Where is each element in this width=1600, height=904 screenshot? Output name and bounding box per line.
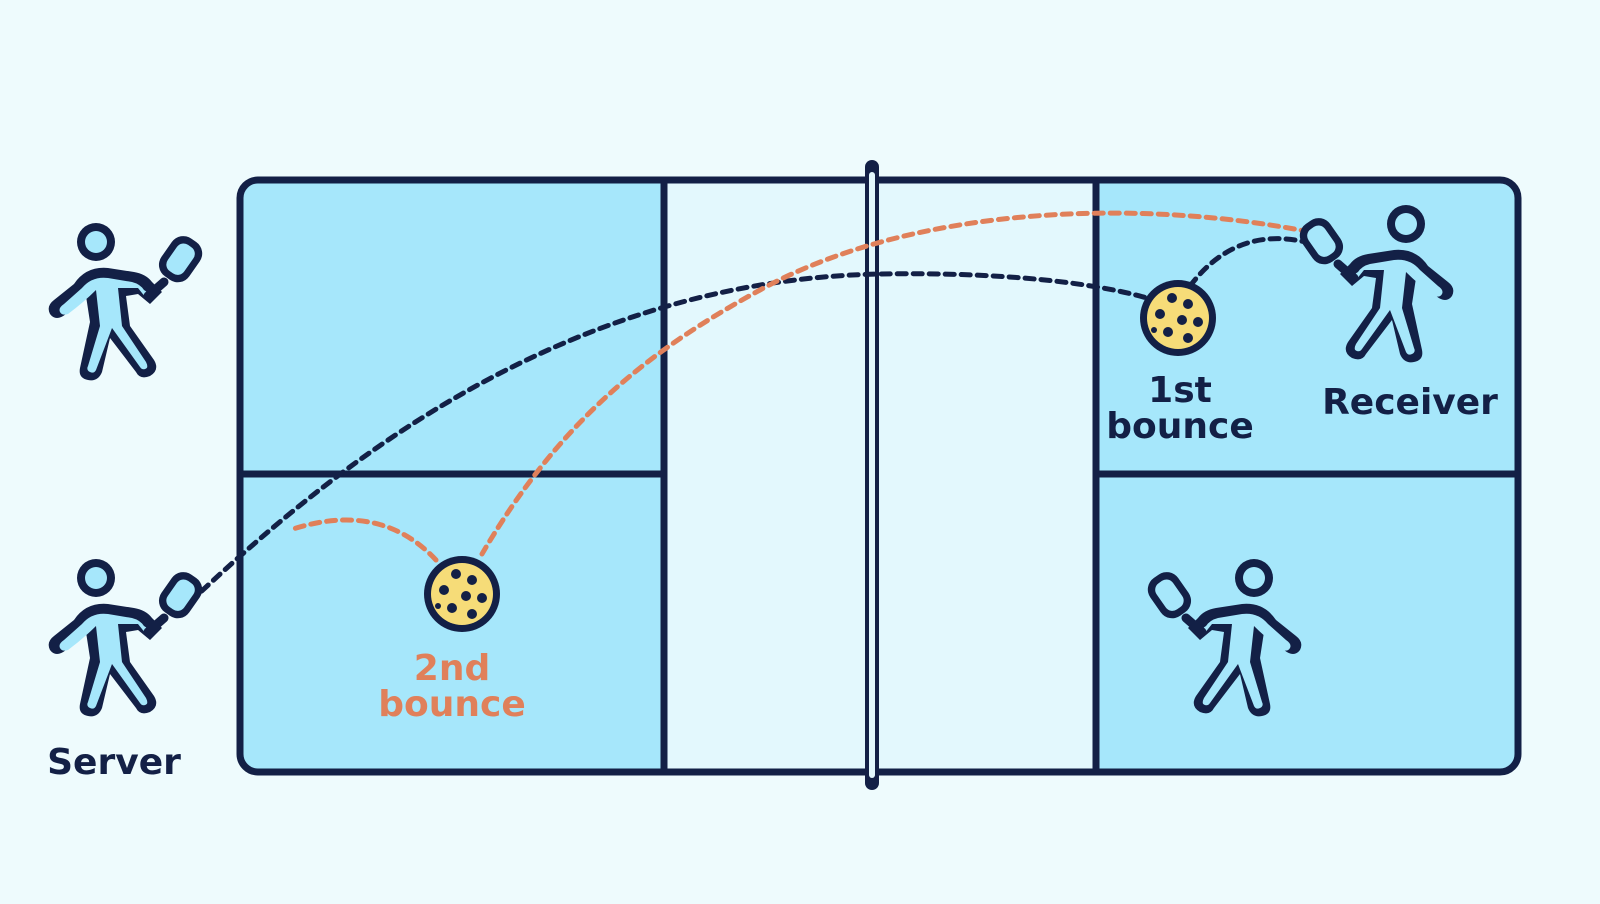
receiver-label: Receiver <box>1322 382 1498 423</box>
kitchen-zone <box>664 182 1096 770</box>
first-bounce-label-line2: bounce <box>1106 406 1254 447</box>
serve-path <box>187 271 1163 605</box>
net-inner <box>869 172 875 778</box>
second-bounce-ball-icon <box>424 556 500 632</box>
server-player-icon <box>49 559 208 716</box>
return-path-rebound <box>287 517 439 563</box>
return-path <box>479 210 1313 557</box>
first-bounce-ball-icon <box>1140 280 1216 356</box>
second-bounce-label-line1: 2nd <box>414 648 490 689</box>
second-bounce-label-line2: bounce <box>378 684 526 725</box>
server-partner-player-icon <box>49 223 208 380</box>
first-bounce-label-line1: 1st <box>1148 370 1212 411</box>
server-label: Server <box>47 742 181 783</box>
